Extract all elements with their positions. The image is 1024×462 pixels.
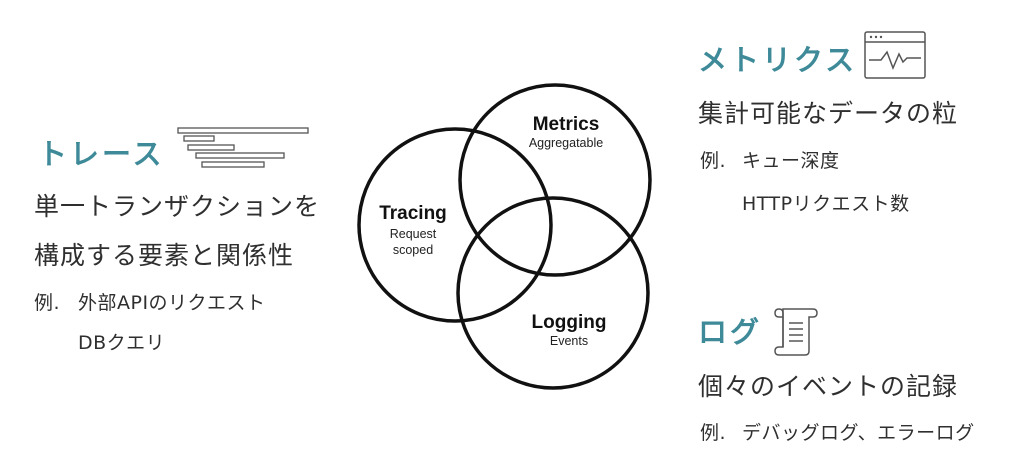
logging-description: 個々のイベントの記録 bbox=[698, 372, 959, 401]
metrics-example-prefix: 例. bbox=[700, 150, 727, 172]
tracing-sublabel-1: Request bbox=[390, 227, 437, 241]
tracing-description-line-1: 単一トランザクションを bbox=[34, 192, 321, 221]
logging-example-1: デバッグログ、エラーログ bbox=[742, 422, 975, 444]
tracing-heading: トレース bbox=[38, 137, 165, 171]
tracing-example-prefix: 例. bbox=[34, 292, 61, 314]
metrics-example-2: HTTPリクエスト数 bbox=[742, 193, 910, 215]
metrics-description: 集計可能なデータの粒 bbox=[698, 99, 959, 128]
monitor-waveform-icon bbox=[864, 31, 926, 79]
tracing-description-line-2: 構成する要素と関係性 bbox=[34, 241, 295, 270]
logging-heading: ログ bbox=[698, 315, 763, 349]
tracing-example-2: DBクエリ bbox=[78, 332, 166, 354]
tracing-circle bbox=[357, 127, 553, 323]
tracing-example-1: 外部APIのリクエスト bbox=[78, 292, 266, 314]
logging-circle bbox=[456, 196, 650, 390]
scroll-document-icon bbox=[774, 308, 818, 356]
tracing-sublabel-2: scoped bbox=[393, 243, 433, 257]
metrics-sublabel: Aggregatable bbox=[529, 136, 603, 150]
tracing-label: Tracing bbox=[379, 203, 447, 224]
logging-example-prefix: 例. bbox=[700, 422, 727, 444]
logging-sublabel: Events bbox=[550, 334, 588, 348]
metrics-heading: メトリクス bbox=[698, 43, 858, 77]
logging-label: Logging bbox=[532, 312, 607, 333]
metrics-example-1: キュー深度 bbox=[742, 150, 840, 172]
metrics-label: Metrics bbox=[533, 114, 600, 135]
stacked-bars-icon bbox=[177, 127, 309, 168]
metrics-circle bbox=[458, 83, 652, 277]
venn-diagram: Metrics Aggregatable Tracing Request sco… bbox=[357, 83, 652, 390]
